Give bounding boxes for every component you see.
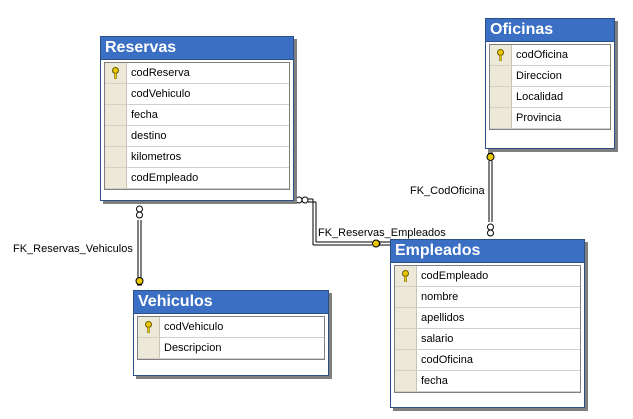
column-list: codOficina Direccion Localidad Provincia [489, 44, 611, 130]
column-name: codReserva [131, 67, 190, 79]
key-icon [497, 49, 504, 61]
column-row[interactable]: codEmpleado [395, 266, 580, 287]
column-row[interactable]: codOficina [395, 350, 580, 371]
column-name: kilometros [131, 151, 182, 163]
table-title[interactable]: Empleados [391, 240, 584, 263]
fk-reservas-empleados-label: FK_Reservas_Empleados [318, 227, 446, 239]
column-row[interactable]: salario [395, 329, 580, 350]
table-title[interactable]: Oficinas [486, 19, 614, 42]
connector-oficinas-empleados[interactable] [486, 152, 495, 237]
table-empleados[interactable]: Empleados codEmpleado nombre apellidos s… [390, 239, 585, 408]
column-row[interactable]: codReserva [105, 63, 289, 84]
column-row[interactable]: destino [105, 126, 289, 147]
table-title[interactable]: Vehiculos [134, 291, 328, 314]
column-name: codVehiculo [131, 88, 191, 100]
column-row[interactable]: fecha [105, 105, 289, 126]
column-row[interactable]: codVehiculo [105, 84, 289, 105]
column-row[interactable]: fecha [395, 371, 580, 392]
connector-reservas-empleados[interactable] [295, 196, 391, 248]
column-name: apellidos [421, 312, 465, 324]
column-name: codVehiculo [164, 321, 224, 333]
column-name: nombre [421, 291, 459, 303]
column-name: destino [131, 130, 167, 142]
key-icon [145, 321, 152, 333]
table-oficinas[interactable]: Oficinas codOficina Direccion Localidad … [485, 18, 615, 149]
key-icon [112, 67, 119, 79]
fk-reservas-vehiculos-label: FK_Reservas_Vehiculos [13, 243, 133, 255]
column-row[interactable]: nombre [395, 287, 580, 308]
column-name: Provincia [516, 112, 562, 124]
column-row[interactable]: codEmpleado [105, 168, 289, 189]
column-name: fecha [131, 109, 158, 121]
column-row[interactable]: codVehiculo [138, 317, 324, 338]
column-name: fecha [421, 375, 448, 387]
connector-reservas-vehiculos[interactable] [135, 205, 144, 286]
table-reservas[interactable]: Reservas codReserva codVehiculo fecha de… [100, 36, 294, 201]
column-list: codEmpleado nombre apellidos salario cod… [394, 265, 581, 393]
column-row[interactable]: Direccion [490, 66, 610, 87]
column-name: Localidad [516, 91, 564, 103]
table-title[interactable]: Reservas [101, 37, 293, 60]
key-icon [402, 270, 409, 282]
column-name: Descripcion [164, 342, 222, 354]
column-name: codEmpleado [421, 270, 489, 282]
column-name: Direccion [516, 70, 562, 82]
column-row[interactable]: Localidad [490, 87, 610, 108]
column-row[interactable]: Provincia [490, 108, 610, 129]
column-row[interactable]: apellidos [395, 308, 580, 329]
column-name: codOficina [516, 49, 568, 61]
column-name: salario [421, 333, 454, 345]
fk-codoficina-label: FK_CodOficina [410, 185, 485, 197]
column-row[interactable]: kilometros [105, 147, 289, 168]
column-list: codReserva codVehiculo fecha destino kil… [104, 62, 290, 190]
column-name: codEmpleado [131, 172, 199, 184]
table-vehiculos[interactable]: Vehiculos codVehiculo Descripcion [133, 290, 329, 376]
column-list: codVehiculo Descripcion [137, 316, 325, 360]
column-name: codOficina [421, 354, 473, 366]
column-row[interactable]: Descripcion [138, 338, 324, 359]
column-row[interactable]: codOficina [490, 45, 610, 66]
